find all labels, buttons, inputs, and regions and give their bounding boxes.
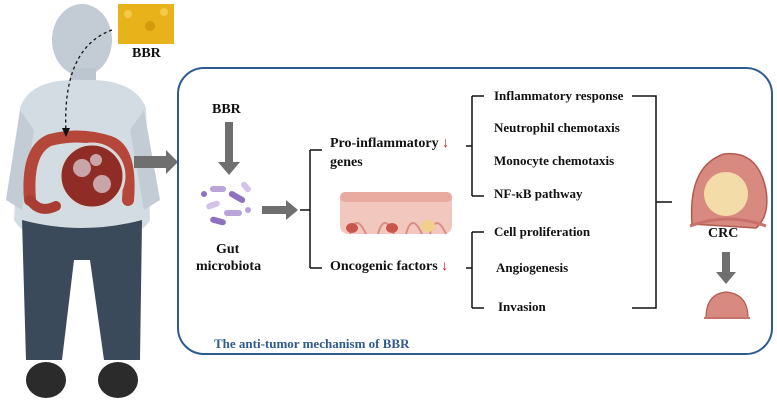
bbr-label: BBR <box>212 102 241 117</box>
pro-inflammatory-label: Pro-inflammatory ↓ <box>330 136 449 152</box>
oncogenic-label: Oncogenic factors ↓ <box>330 259 448 275</box>
intestine-tissue-image <box>340 192 452 235</box>
microbiota-arrow <box>262 200 298 220</box>
target-nfkb-pathway: NF-κB pathway <box>494 186 583 201</box>
bbr-down-arrow <box>218 122 240 175</box>
oncogenic-bracket <box>466 231 484 309</box>
split-bracket <box>300 149 322 269</box>
mechanism-box <box>177 67 773 355</box>
target-inflammatory-response: Inflammatory response <box>494 88 624 103</box>
target-invasion: Invasion <box>498 299 546 314</box>
colon-illustration <box>23 130 135 214</box>
person-to-box-arrow <box>134 150 178 174</box>
bbr-powder-image <box>118 4 174 44</box>
dashed-intake-arrow <box>65 29 113 133</box>
target-monocyte-chemotaxis: Monocyte chemotaxis <box>494 153 615 168</box>
crc-tumor-image <box>689 152 768 229</box>
outcome-bracket <box>632 95 672 309</box>
bbr-powder-label: BBR <box>132 46 161 61</box>
oncogenic-text: Oncogenic factors <box>330 259 438 274</box>
crc-label: CRC <box>708 226 739 241</box>
target-cell-proliferation: Cell proliferation <box>494 224 591 239</box>
decrease-arrow-icon: ↓ <box>441 259 449 274</box>
pro-inflammatory-bracket <box>466 95 484 197</box>
mechanism-caption: The anti-tumor mechanism of BBR <box>214 336 410 351</box>
target-neutrophil-chemotaxis: Neutrophil chemotaxis <box>494 120 620 135</box>
pro-inflammatory-text: Pro-inflammatory <box>330 136 439 151</box>
decrease-arrow-icon: ↓ <box>442 136 450 151</box>
gut-microbiota-image <box>201 181 251 226</box>
dashed-arrow-head <box>62 128 70 137</box>
genes-label: genes <box>330 155 363 170</box>
reduced-tumor-image <box>704 291 750 319</box>
target-angiogenesis: Angiogenesis <box>496 260 569 275</box>
crc-down-arrow <box>716 252 736 284</box>
microbiota-label: microbiota <box>196 259 262 274</box>
gut-label: Gut <box>216 242 240 257</box>
